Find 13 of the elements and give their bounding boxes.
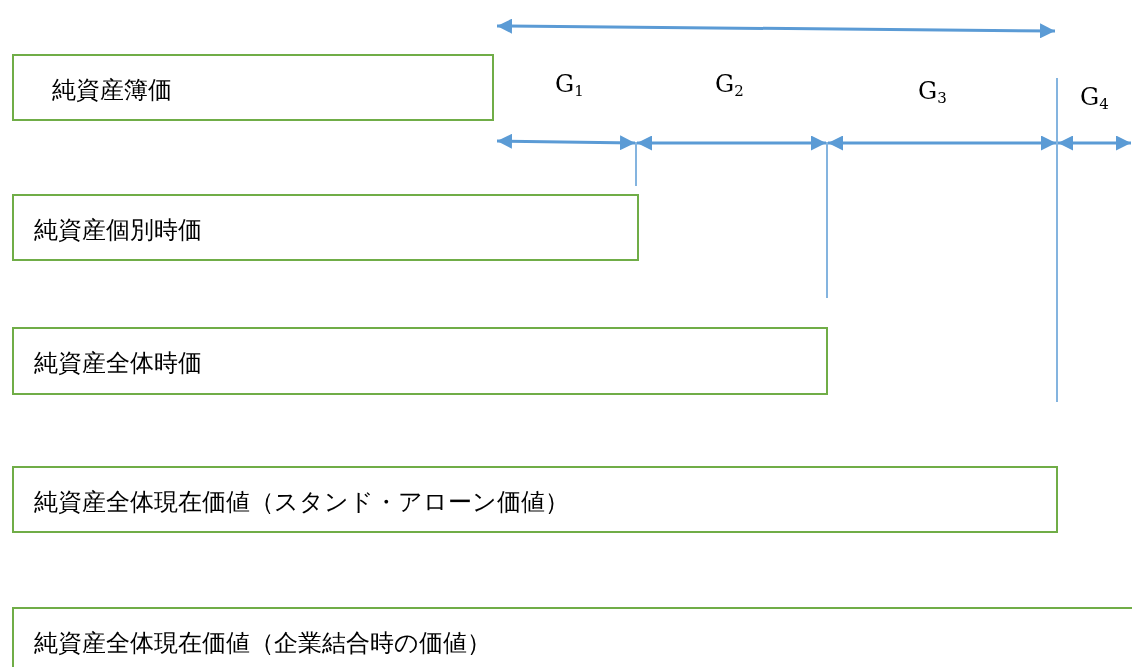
- box-label: 純資産簿価: [52, 75, 172, 106]
- text-box: [12, 54, 494, 121]
- gap-label: G$_{2}$: [715, 70, 744, 100]
- gap-label: G$_{4}$: [1080, 83, 1109, 113]
- text-box: [12, 327, 828, 395]
- box-label: 純資産個別時価: [34, 215, 202, 246]
- box-label: 純資産全体時価: [34, 348, 202, 379]
- gap-label: G$_{1}$: [555, 70, 584, 100]
- box-label: 純資産全体現在価値（スタンド・アローン価値）: [34, 487, 569, 518]
- text-box: [12, 466, 1058, 533]
- text-box: [12, 194, 639, 261]
- box-label: 純資産全体現在価値（企業結合時の価値）: [34, 628, 491, 659]
- gap-label: G$_{3}$: [918, 77, 947, 107]
